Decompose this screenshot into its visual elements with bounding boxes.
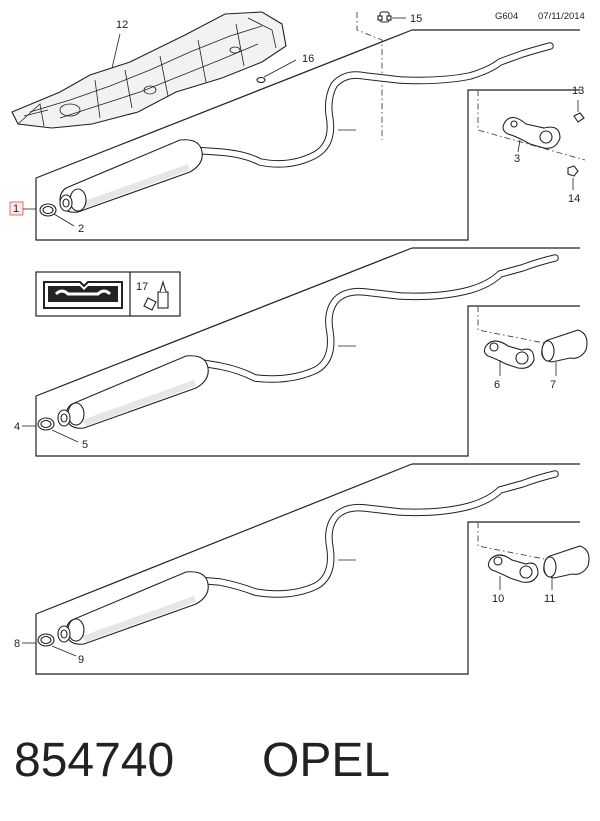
- nut-icon-13[interactable]: [573, 112, 585, 123]
- diagram-date: 07/11/2014: [538, 11, 585, 22]
- clamp-icon[interactable]: [39, 203, 57, 217]
- callout-14: 14: [568, 193, 580, 205]
- pipe-sleeve-icon[interactable]: [543, 545, 590, 579]
- exhaust-assembly-section-1: [35, 12, 586, 241]
- callout-10: 10: [492, 593, 504, 605]
- bolt-icon[interactable]: [256, 76, 266, 84]
- callout-9: 9: [78, 654, 84, 666]
- service-info-panel: 17: [35, 271, 181, 317]
- callout-4: 4: [14, 421, 20, 433]
- heat-shield-icon[interactable]: [11, 11, 287, 129]
- exhaust-assembly-section-2: [35, 247, 581, 457]
- part-number: 854740: [14, 734, 174, 787]
- pipe-sleeve-icon[interactable]: [541, 329, 588, 363]
- callout-12: 12: [116, 19, 128, 31]
- gasket-icon[interactable]: [502, 116, 561, 149]
- sealant-tube-icon[interactable]: [143, 280, 169, 311]
- callout-15: 15: [410, 13, 422, 25]
- clamp-icon[interactable]: [37, 417, 55, 431]
- manual-book-icon[interactable]: [43, 281, 123, 309]
- gasket-icon[interactable]: [487, 554, 539, 583]
- gasket-icon[interactable]: [483, 340, 535, 369]
- selected-part-highlight[interactable]: [9, 201, 24, 216]
- callout-8: 8: [14, 638, 20, 650]
- callout-3: 3: [514, 153, 520, 165]
- callout-16: 16: [302, 53, 314, 65]
- callout-6: 6: [494, 379, 500, 391]
- brand-name: OPEL: [262, 734, 390, 787]
- diagram-code: G604: [495, 11, 518, 22]
- callout-1: 1: [13, 203, 19, 215]
- hanger-icon[interactable]: [377, 11, 392, 23]
- exhaust-assembly-section-3: [35, 463, 581, 675]
- callout-5: 5: [82, 439, 88, 451]
- callout-2: 2: [78, 223, 84, 235]
- callout-13: 13: [572, 85, 584, 97]
- clamp-icon[interactable]: [37, 633, 55, 647]
- callout-11: 11: [544, 593, 555, 605]
- nut-icon-14[interactable]: [567, 165, 579, 177]
- callout-17: 17: [136, 281, 148, 293]
- callout-7: 7: [550, 379, 556, 391]
